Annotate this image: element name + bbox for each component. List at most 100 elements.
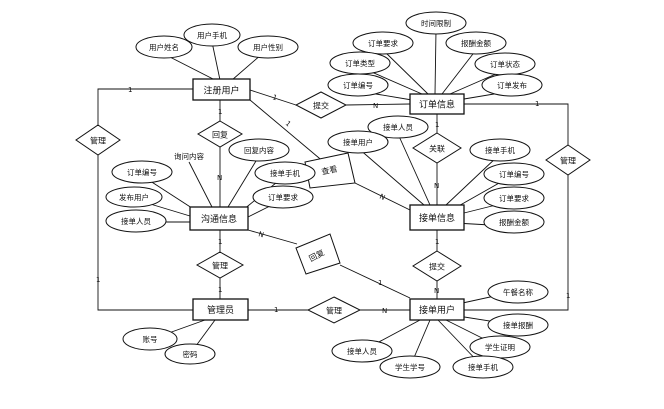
attr-grab-reward: 报酬金额 xyxy=(483,210,545,234)
rel-related[interactable]: 关联 xyxy=(412,132,462,164)
entity-label: 订单信息 xyxy=(419,99,455,111)
svg-text:订单要求: 订单要求 xyxy=(499,193,529,203)
card-user-view: 1 xyxy=(284,119,293,128)
attr-comm-phone: 接单手机 xyxy=(254,161,316,185)
rel-manage-left[interactable]: 管理 xyxy=(75,124,121,156)
svg-text:学生学号: 学生学号 xyxy=(395,362,425,372)
rel-reply[interactable]: 回复 xyxy=(197,120,243,148)
svg-text:订单发布: 订单发布 xyxy=(497,80,527,90)
attr-user-name: 用户姓名 xyxy=(135,35,193,59)
svg-text:发布用户: 发布用户 xyxy=(119,192,149,202)
svg-text:询问内容: 询问内容 xyxy=(174,151,204,161)
attr-comm-inquiry: 询问内容 xyxy=(174,151,204,161)
relationships: 提交 回复 管理 管理 关联 查看 管理 回复 xyxy=(75,91,591,324)
entity-taker-user[interactable]: 接单用户 xyxy=(409,298,465,321)
card-reply-comm: N xyxy=(217,174,222,182)
entity-grab-info[interactable]: 接单信息 xyxy=(409,204,465,231)
attr-order-reward: 报酬金额 xyxy=(445,31,507,55)
svg-text:账号: 账号 xyxy=(143,335,158,344)
attr-order-id: 订单编号 xyxy=(327,73,389,97)
rel-label: 查看 xyxy=(321,164,339,177)
svg-text:订单编号: 订单编号 xyxy=(127,167,157,177)
attr-grab-phone: 接单手机 xyxy=(469,138,531,162)
attr-taker-phone: 接单手机 xyxy=(452,355,514,379)
attr-order-time-limit: 时间限制 xyxy=(405,11,467,35)
card-manage-admin: 1 xyxy=(218,286,222,294)
rel-view[interactable]: 查看 xyxy=(304,152,356,189)
svg-text:接单手机: 接单手机 xyxy=(270,168,300,178)
attr-taker-reward: 接单报酬 xyxy=(487,313,549,337)
rel-manage-taker[interactable]: 管理 xyxy=(306,296,362,324)
attr-comm-order-id: 订单编号 xyxy=(111,160,173,184)
attr-order-requirement: 订单要求 xyxy=(352,31,414,55)
svg-text:订单类型: 订单类型 xyxy=(345,58,375,68)
svg-text:用户手机: 用户手机 xyxy=(197,30,227,40)
rel-label: 提交 xyxy=(313,101,329,111)
svg-text:订单要求: 订单要求 xyxy=(368,38,398,48)
attr-grab-order-id: 订单编号 xyxy=(483,162,545,186)
rel-label: 管理 xyxy=(326,306,342,316)
rel-manage-comm[interactable]: 管理 xyxy=(195,251,245,279)
svg-text:用户姓名: 用户姓名 xyxy=(149,42,179,52)
card-submit2-taker: N xyxy=(434,287,439,295)
attr-admin-account: 账号 xyxy=(122,327,178,351)
card-view-grab: N xyxy=(378,193,386,202)
card-manage-taker: N xyxy=(382,307,387,315)
svg-text:时间限制: 时间限制 xyxy=(421,18,451,28)
svg-text:接单手机: 接单手机 xyxy=(468,362,498,372)
card-order-related: 1 xyxy=(435,121,439,129)
card-user-manage-left: 1 xyxy=(128,86,132,94)
rel-submit-grab[interactable]: 提交 xyxy=(412,250,462,282)
entity-label: 注册用户 xyxy=(203,85,239,97)
svg-text:接单用户: 接单用户 xyxy=(343,137,373,147)
entity-registered-user[interactable]: 注册用户 xyxy=(192,78,251,101)
svg-text:订单状态: 订单状态 xyxy=(490,59,520,69)
attr-order-status: 订单状态 xyxy=(474,52,536,76)
card-user-reply: 1 xyxy=(218,108,222,116)
svg-text:回复内容: 回复内容 xyxy=(244,145,274,155)
svg-text:订单编号: 订单编号 xyxy=(343,80,373,90)
svg-text:接单人员: 接单人员 xyxy=(121,216,151,226)
entity-comm-info[interactable]: 沟通信息 xyxy=(189,206,249,231)
card-order-manage-right: 1 xyxy=(535,100,539,108)
card-user-submit: 1 xyxy=(271,93,278,102)
svg-text:接单人员: 接单人员 xyxy=(383,122,413,132)
entities: 注册用户 订单信息 接单信息 沟通信息 管理员 接单用户 xyxy=(189,78,465,321)
cardinality-labels: 1 N 1 N 1 1 1 1 1 N 1 N N 1 1 N 1 N 1 1 xyxy=(96,86,570,315)
attr-taker-person: 接单人员 xyxy=(331,339,393,363)
attr-grab-person: 接单人员 xyxy=(367,115,429,139)
svg-text:报酬金额: 报酬金额 xyxy=(499,217,529,227)
card-comm-reply2: N xyxy=(257,230,264,239)
svg-text:密码: 密码 xyxy=(183,349,198,359)
entity-admin[interactable]: 管理员 xyxy=(192,298,249,321)
rel-label: 提交 xyxy=(429,262,445,272)
attr-order-publish: 订单发布 xyxy=(481,73,543,97)
rel-label: 管理 xyxy=(560,156,576,166)
card-related-grab: N xyxy=(434,182,439,190)
card-grab-submit2: 1 xyxy=(435,238,439,246)
rel-manage-right[interactable]: 管理 xyxy=(545,144,591,176)
attr-comm-requirement: 订单要求 xyxy=(252,185,314,209)
card-submit-order: N xyxy=(373,102,378,110)
rel-label: 管理 xyxy=(212,261,228,271)
card-comm-manage: 1 xyxy=(218,238,222,246)
card-taker-manage-right: 1 xyxy=(566,292,570,300)
attr-comm-publisher: 发布用户 xyxy=(105,186,163,208)
attr-admin-password: 密码 xyxy=(164,343,216,365)
attr-comm-reply-content: 回复内容 xyxy=(228,138,290,162)
attr-taker-lunch-name: 午餐名称 xyxy=(487,280,549,304)
svg-text:订单要求: 订单要求 xyxy=(268,192,298,202)
attr-taker-student-proof: 学生证明 xyxy=(469,335,531,359)
rel-label: 回复 xyxy=(212,130,228,140)
attr-taker-student-id: 学生学号 xyxy=(379,355,441,379)
rel-submit-order[interactable]: 提交 xyxy=(294,91,348,119)
rel-label: 管理 xyxy=(90,136,106,146)
attr-user-gender: 用户性别 xyxy=(237,35,299,59)
entity-order-info[interactable]: 订单信息 xyxy=(409,93,465,115)
svg-text:学生证明: 学生证明 xyxy=(485,342,515,352)
card-admin-manage-left: 1 xyxy=(96,276,100,284)
rel-reply2[interactable]: 回复 xyxy=(295,233,341,275)
entity-label: 接单信息 xyxy=(419,212,455,224)
rel-label: 关联 xyxy=(429,144,445,154)
entity-label: 接单用户 xyxy=(419,304,455,316)
